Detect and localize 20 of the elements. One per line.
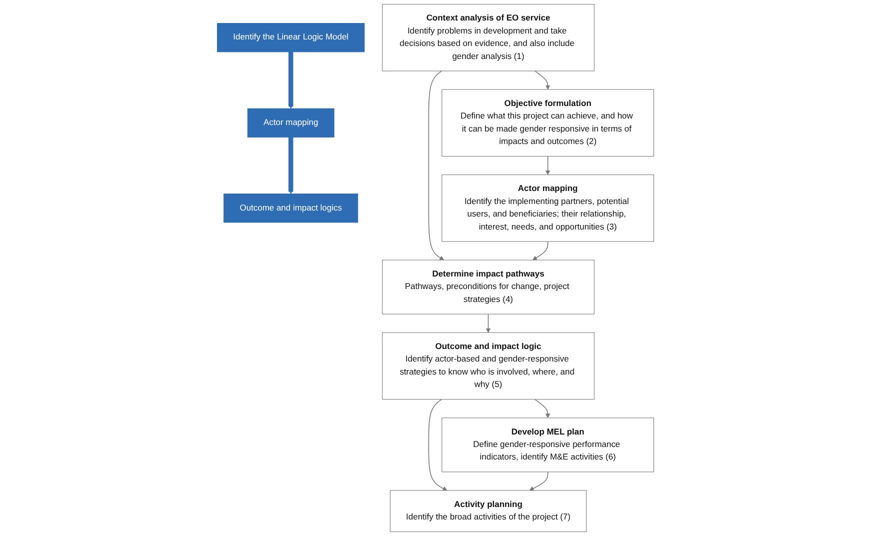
node-box: Context analysis of EO service Identify problems in development and take decisions based on evidence, and also include gender analysis (1) [382,4,594,72]
node-box: Actor mapping [247,108,334,138]
arrow [486,314,491,333]
arrow [288,52,294,109]
arrow [288,137,294,194]
node-box: Develop MEL plan Define gender-responsive performance indicators, identify M&E activities (6) [442,418,654,472]
arrow [532,241,548,260]
node-box: Determine impact pathways Pathways, preconditions for change, project strategies (4) [382,260,594,314]
node-box: Actor mapping Identify the implementing partners, potential users, and beneficiaries; their relationship, interest, needs, and opportunities (3) [442,174,654,242]
node-box: Identify the Linear Logic Model [216,23,365,52]
arrow [529,472,548,491]
arrow [428,398,448,491]
arrow [534,70,550,90]
node-box: Outcome and impact logics [224,194,358,223]
arrow [534,398,550,418]
node-box: Outcome and impact logic Identify actor-based and gender-responsive strategies to know who is involved, where, and why (5) [382,332,594,400]
node-box: Objective formulation Define what this project can achieve, and how it can be made gender responsive in terms of impacts and outcomes (2) [442,89,654,156]
arrow [428,70,444,260]
arrow [546,156,550,175]
node-box: Activity planning Identify the broad activities of the project (7) [390,490,587,532]
